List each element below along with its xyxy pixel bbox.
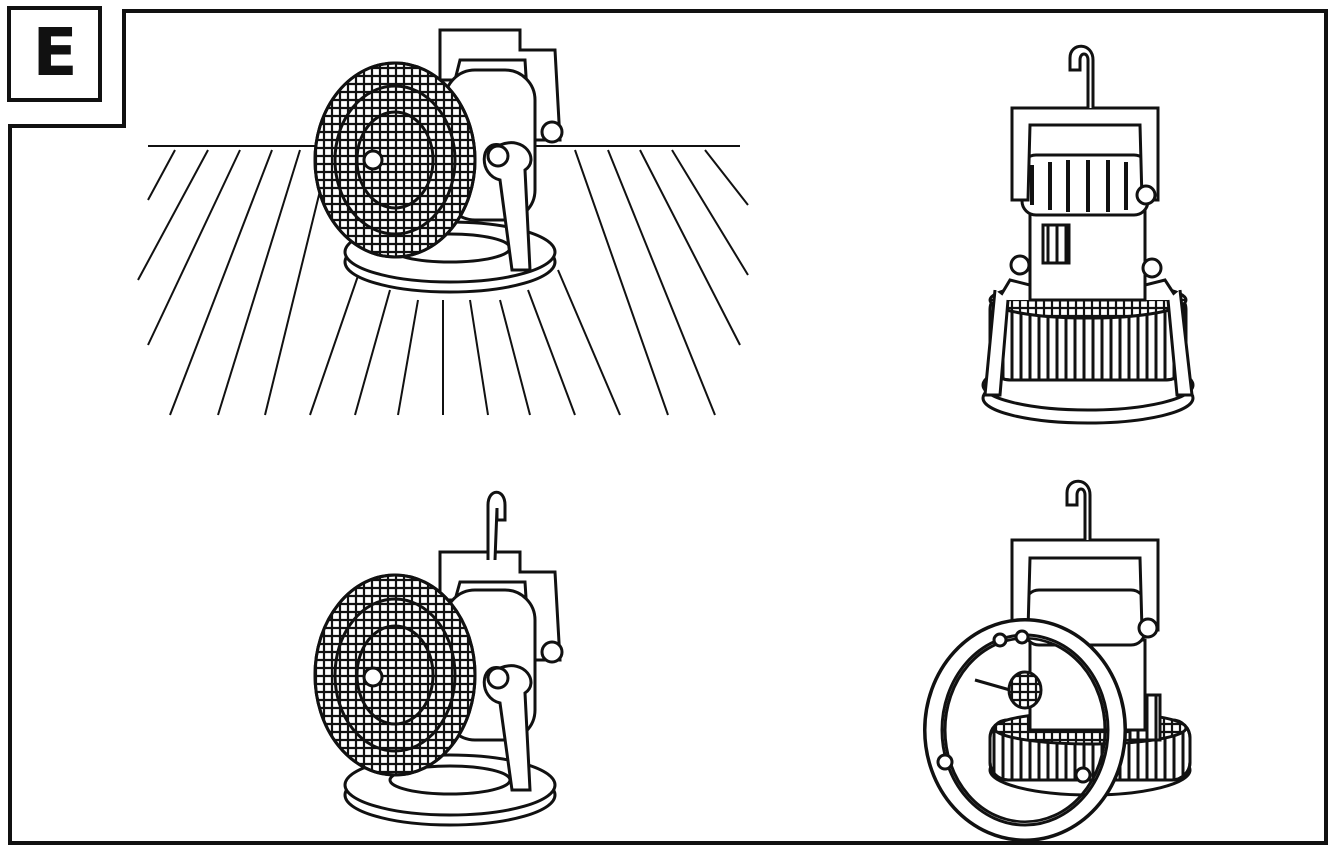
section-label-box	[7, 6, 102, 102]
lantern-mode-icon	[981, 44, 1195, 425]
floor-perspective-lines	[137, 145, 749, 416]
panel-fan-on-floor	[137, 28, 749, 416]
diagram-border	[8, 9, 1328, 845]
fan-hook-mode-icon	[313, 490, 564, 827]
lantern-ring-mode-icon	[923, 479, 1192, 842]
section-label: E	[10, 8, 100, 98]
fan-lamp-floor-mode-icon	[313, 28, 564, 294]
section-label-text: E	[32, 14, 78, 91]
